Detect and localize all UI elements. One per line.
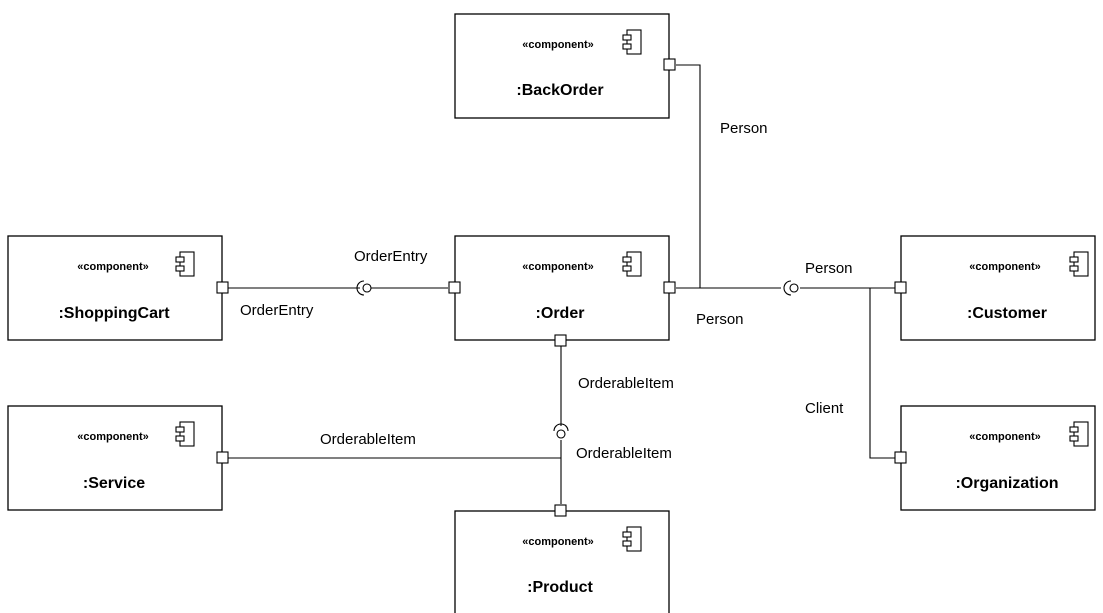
component-service[interactable]: «component» :Service (7, 405, 229, 511)
label-client: Client (805, 400, 844, 417)
component-name-organization: :Organization (955, 475, 1058, 492)
port-organization (894, 451, 907, 464)
port-order-right (663, 281, 676, 294)
component-name-shoppingcart: :ShoppingCart (58, 305, 170, 322)
label-order-person: Person (696, 311, 744, 328)
component-name-backorder: :BackOrder (516, 82, 603, 99)
label-orderable-product: OrderableItem (576, 445, 672, 462)
label-customer-person: Person (805, 260, 853, 277)
component-product[interactable]: «component» :Product (454, 504, 670, 613)
label-orderentry-provided: OrderEntry (354, 248, 428, 265)
port-order-left (448, 281, 461, 294)
client-wire (869, 288, 895, 459)
component-customer[interactable]: «component» :Customer (894, 235, 1096, 341)
orderentry-socket (356, 280, 365, 296)
component-organization[interactable]: «component» :Organization (894, 405, 1096, 511)
orderable-socket (553, 423, 569, 432)
stereotype-label: «component» (77, 261, 149, 273)
component-name-order: :Order (536, 305, 585, 322)
component-name-customer: :Customer (967, 305, 1047, 322)
stereotype-label: «component» (969, 261, 1041, 273)
stereotype-label: «component» (77, 431, 149, 443)
person-ball (789, 283, 799, 293)
label-orderable-order: OrderableItem (578, 375, 674, 392)
orderable-ball (556, 429, 566, 439)
person-socket (783, 280, 792, 296)
component-name-product: :Product (527, 579, 593, 596)
component-order[interactable]: «component» :Order (448, 235, 676, 347)
label-orderable-service: OrderableItem (320, 431, 416, 448)
stereotype-label: «component» (522, 261, 594, 273)
label-orderentry-required: OrderEntry (240, 302, 314, 319)
interfaces (356, 280, 799, 439)
backorder-person-wire (676, 64, 701, 288)
port-product (554, 504, 567, 517)
component-backorder[interactable]: «component» :BackOrder (454, 13, 676, 119)
port-customer (894, 281, 907, 294)
stereotype-label: «component» (969, 431, 1041, 443)
stereotype-label: «component» (522, 536, 594, 548)
port-backorder (663, 58, 676, 71)
orderentry-ball (362, 283, 372, 293)
label-backorder-person: Person (720, 120, 768, 137)
connectors (228, 64, 895, 504)
component-name-service: :Service (83, 475, 145, 492)
connector-labels: Person OrderEntry OrderEntry Person Pers… (240, 120, 853, 462)
port-order-bottom (554, 334, 567, 347)
port-service (216, 451, 229, 464)
component-shoppingcart[interactable]: «component» :ShoppingCart (7, 235, 229, 341)
stereotype-label: «component» (522, 39, 594, 51)
port-shoppingcart (216, 281, 229, 294)
